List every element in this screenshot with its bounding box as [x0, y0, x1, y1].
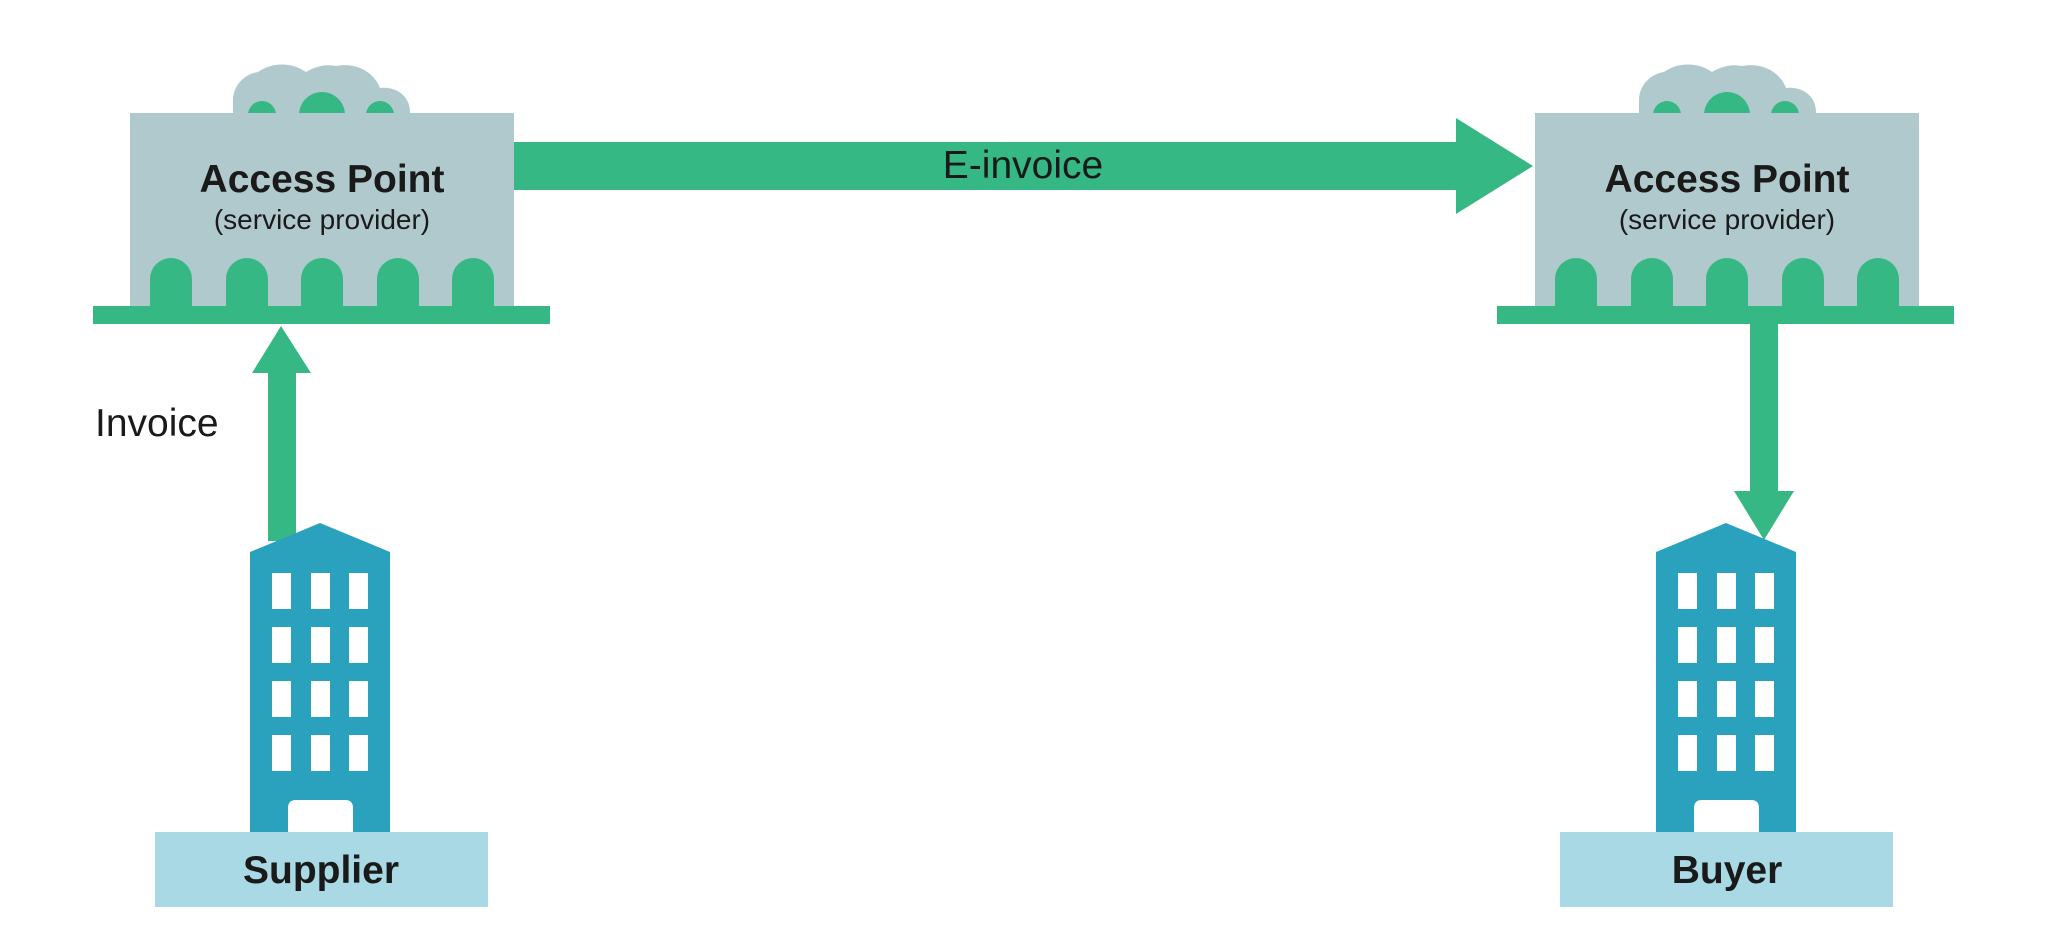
building-door: [1694, 800, 1759, 834]
access-point-platform: [1497, 306, 1954, 324]
buyer-label: Buyer: [1672, 849, 1783, 892]
supplier-base: [155, 832, 488, 907]
access-point-subtitle: (service provider): [1619, 204, 1835, 235]
building-icon: [250, 523, 390, 834]
building-windows: [272, 573, 368, 771]
access-point-title: Access Point: [1605, 158, 1850, 201]
arch-icon: [150, 258, 494, 308]
building-door: [288, 800, 353, 834]
einvoice-arrow: E-invoice: [514, 118, 1533, 214]
einvoice-label: E-invoice: [943, 144, 1103, 187]
supplier-building: Supplier: [155, 523, 488, 907]
access-point-subtitle: (service provider): [214, 204, 430, 235]
access-point-left: Access Point (service provider): [93, 64, 550, 324]
arch-icon: [1555, 258, 1899, 308]
invoice-label: Invoice: [95, 402, 219, 445]
buyer-base: [1560, 832, 1893, 907]
access-point-right: Access Point (service provider): [1497, 64, 1954, 324]
arrow-icon: [252, 326, 311, 541]
delivery-arrow: [1734, 324, 1794, 540]
supplier-label: Supplier: [243, 849, 399, 892]
building-icon: [1656, 523, 1796, 834]
buyer-building: Buyer: [1560, 523, 1893, 907]
arrow-icon: [514, 118, 1533, 214]
building-windows: [1678, 573, 1774, 771]
access-point-platform: [93, 306, 550, 324]
arrow-icon: [1734, 324, 1794, 540]
access-point-title: Access Point: [200, 158, 445, 201]
invoice-arrow: Invoice: [95, 326, 311, 541]
